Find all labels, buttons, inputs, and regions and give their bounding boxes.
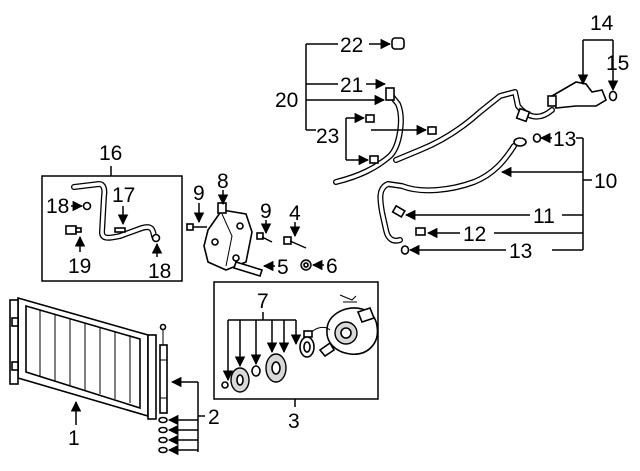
- expansion-valve: [547, 81, 607, 109]
- callout-21: 21: [340, 74, 363, 97]
- callout-1: 1: [68, 427, 80, 450]
- condenser: [9, 296, 157, 420]
- callout-9-left: 9: [193, 182, 205, 205]
- bolt-4: [283, 236, 307, 249]
- bolt-9a: [186, 223, 207, 231]
- leader-14: [577, 39, 619, 92]
- liquid-hose: [71, 181, 157, 241]
- callout-10: 10: [594, 170, 617, 193]
- liquid-fittings: [391, 133, 542, 255]
- leader-10: [500, 138, 592, 250]
- callout-20: 20: [275, 89, 298, 112]
- callout-8: 8: [217, 170, 229, 193]
- callout-18-bottom: 18: [148, 260, 171, 283]
- hose-fittings: [65, 201, 161, 243]
- callout-12: 12: [463, 223, 486, 246]
- suction-line: [333, 89, 555, 185]
- receiver-drier: [159, 323, 168, 414]
- compressor-box: [213, 281, 379, 400]
- compressor: [318, 294, 379, 358]
- compressor-harness: [303, 326, 331, 338]
- callout-4: 4: [289, 202, 301, 225]
- leader-7: [222, 312, 302, 382]
- leader-23: [345, 112, 428, 166]
- stud-5: [232, 261, 264, 277]
- callout-3: 3: [288, 410, 300, 433]
- callout-15: 15: [606, 52, 629, 75]
- callout-22: 22: [340, 34, 363, 57]
- compressor-bracket: [203, 202, 253, 271]
- callout-14: 14: [590, 12, 614, 35]
- callout-6: 6: [326, 255, 338, 278]
- callout-7: 7: [257, 290, 269, 313]
- nut-6: [300, 259, 312, 271]
- cap-22: [391, 37, 405, 50]
- oring-15: [608, 90, 618, 102]
- leader-20: [305, 38, 392, 131]
- callout-5: 5: [277, 256, 289, 279]
- callout-16: 16: [99, 142, 122, 165]
- liquid-line: [377, 143, 517, 244]
- callout-13-bottom: 13: [509, 240, 532, 263]
- callout-18-top: 18: [46, 195, 69, 218]
- callout-2: 2: [208, 406, 220, 429]
- callout-19: 19: [68, 255, 91, 278]
- clutch-parts: [221, 336, 315, 393]
- upper-fittings: [365, 87, 531, 164]
- leader-2: [167, 376, 205, 456]
- callout-23: 23: [316, 125, 339, 148]
- drier-seals: [158, 416, 168, 454]
- callout-13-top: 13: [553, 128, 576, 151]
- callout-9-right: 9: [260, 200, 272, 223]
- callout-11: 11: [533, 205, 555, 228]
- callout-17: 17: [112, 184, 135, 207]
- hose-kit-box: [41, 175, 183, 282]
- bolt-9b: [256, 232, 273, 243]
